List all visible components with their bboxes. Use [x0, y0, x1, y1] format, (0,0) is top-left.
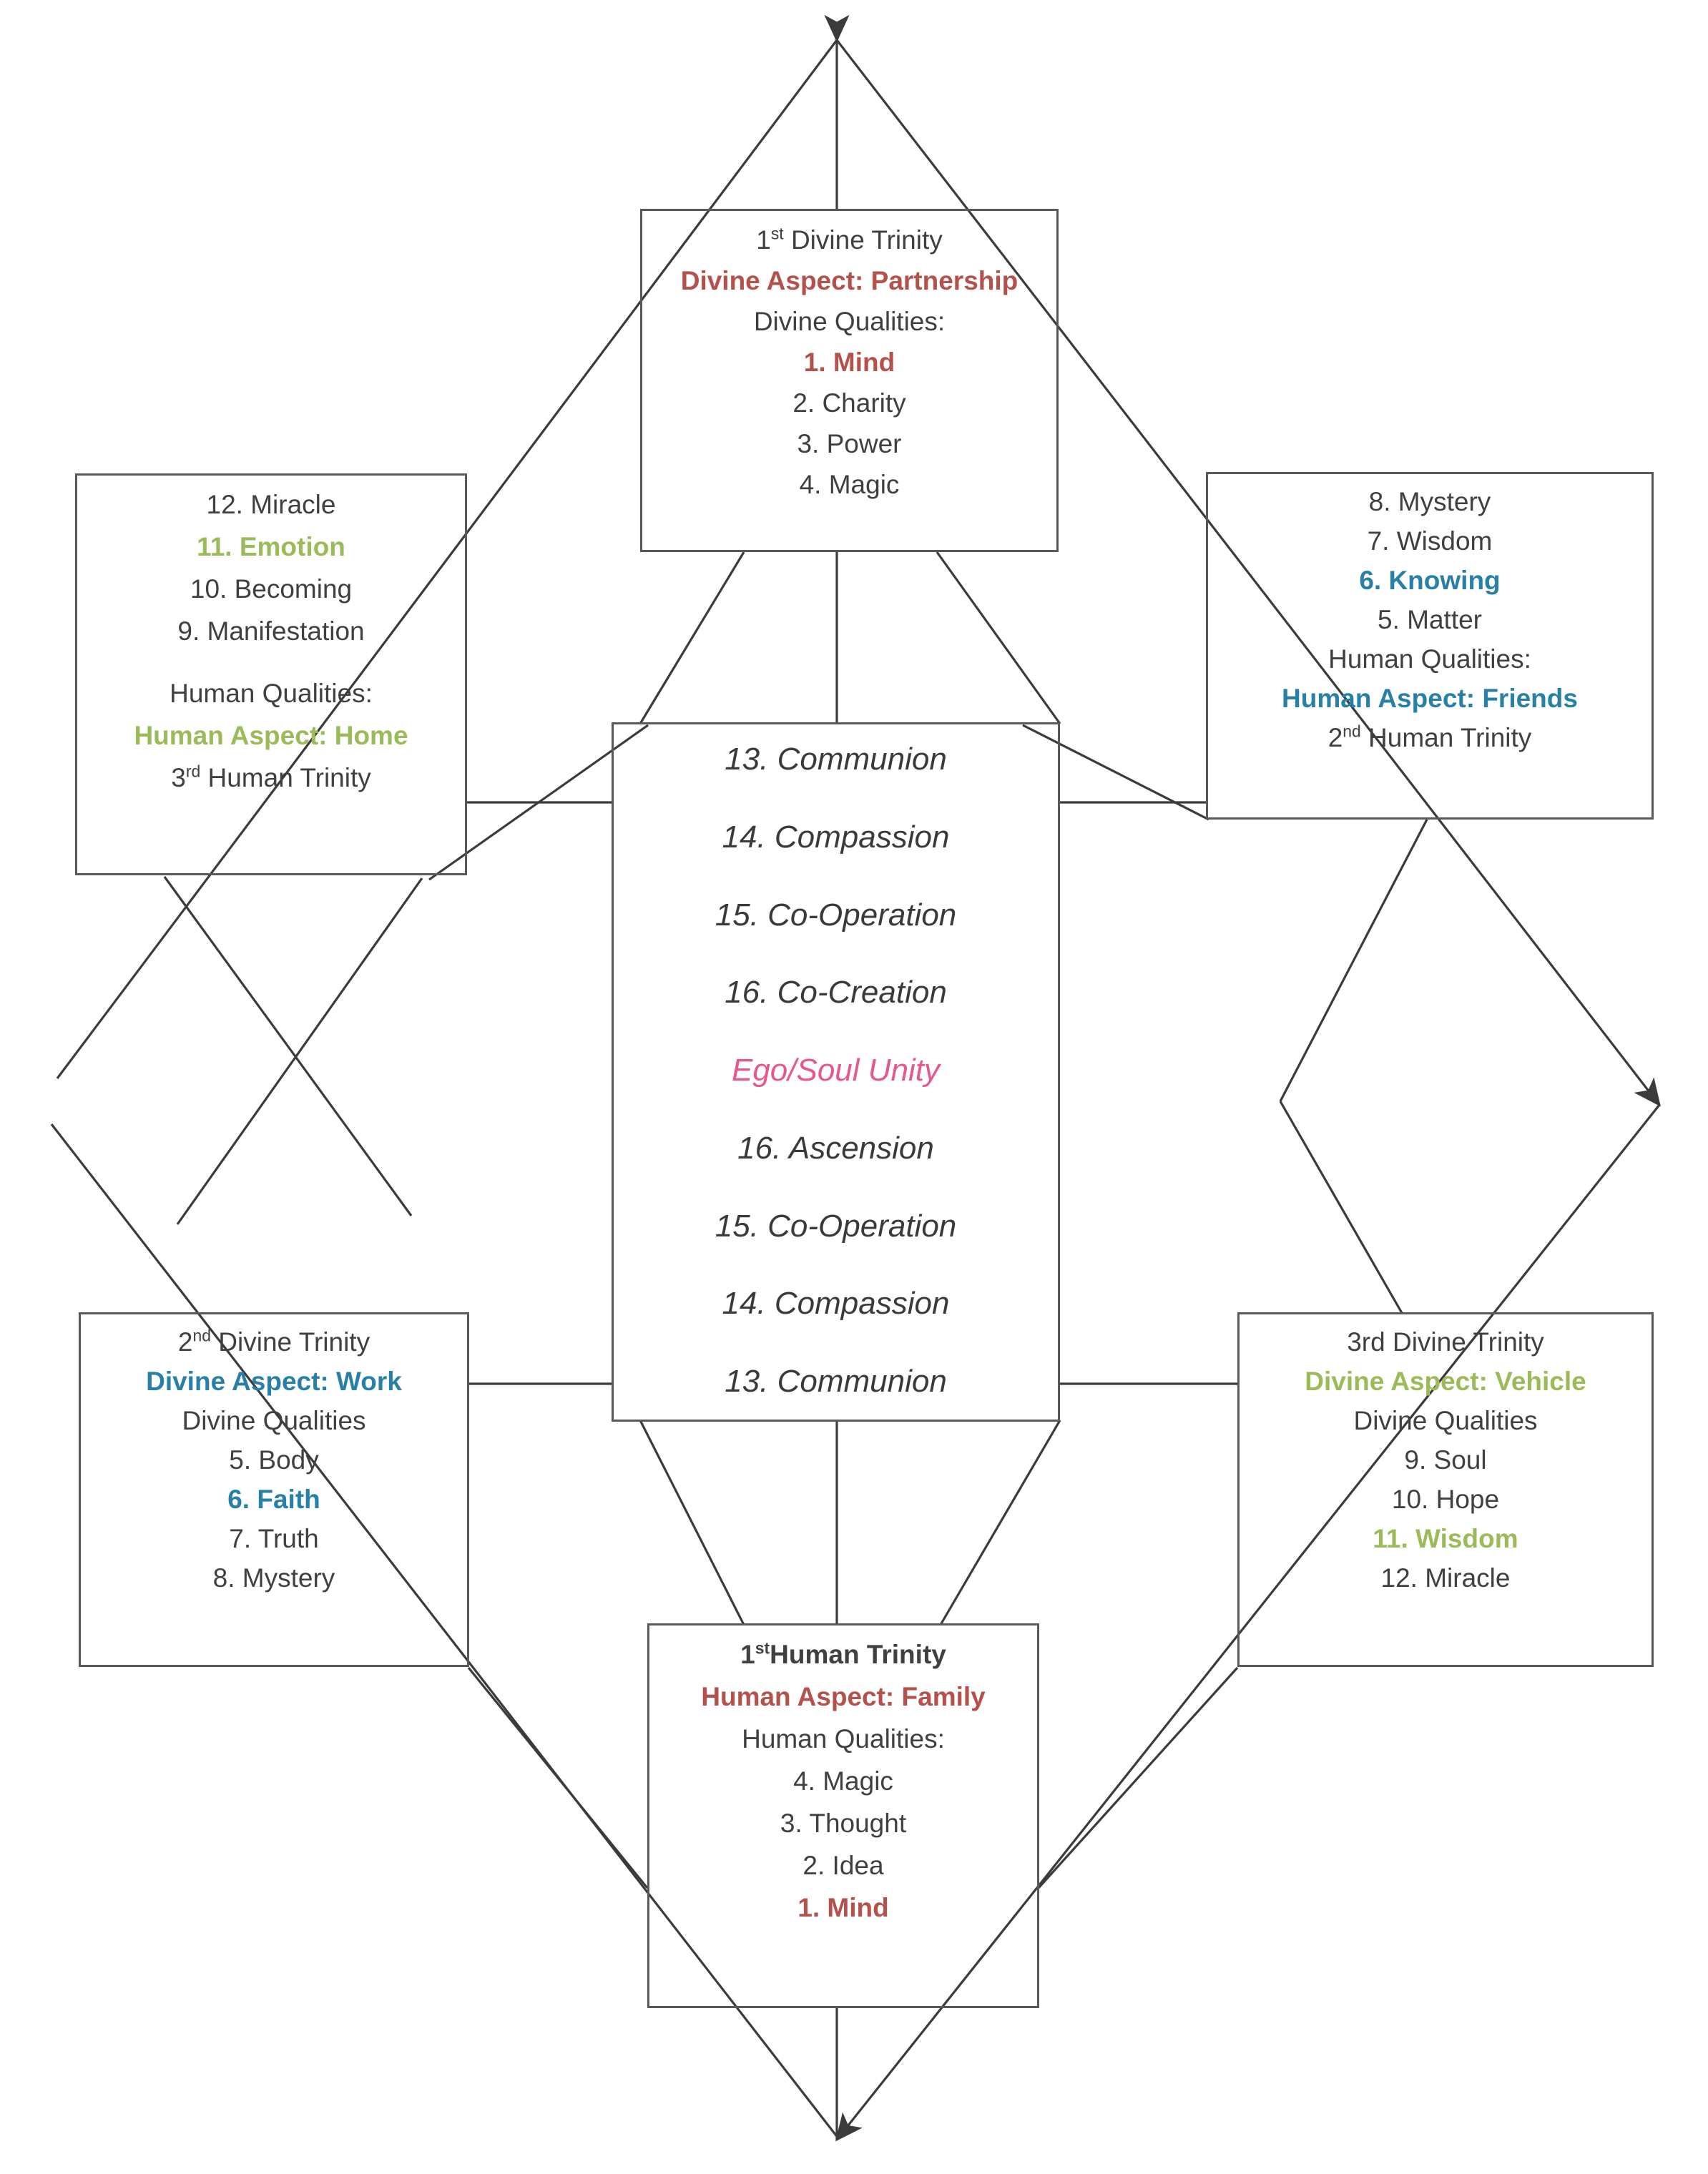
box-second-human-trinity[interactable]: 8. Mystery 7. Wisdom 6. Knowing 5. Matte… [1206, 472, 1654, 820]
center-item: 14. Compassion [722, 1286, 950, 1322]
box-ego-soul-unity[interactable]: 13. Communion 14. Compassion 15. Co-Oper… [612, 722, 1060, 1422]
third-human-trinity-aspect: Human Aspect: Home [134, 721, 408, 750]
quality-item: 8. Mystery [212, 1563, 335, 1593]
second-human-trinity-aspect: Human Aspect: Friends [1282, 684, 1578, 713]
ego-soul-unity-label: Ego/Soul Unity [731, 1053, 941, 1088]
quality-item: 4. Magic [793, 1766, 893, 1796]
first-human-trinity-qualities-label: Human Qualities: [742, 1724, 945, 1754]
quality-item: 12. Miracle [206, 490, 336, 519]
center-item: 15. Co-Operation [715, 1208, 957, 1244]
first-human-trinity-title: 1stHuman Trinity [740, 1638, 946, 1669]
quality-item: 1. Mind [803, 348, 895, 377]
center-item: 15. Co-Operation [715, 897, 957, 933]
quality-item: 9. Soul [1404, 1445, 1487, 1475]
quality-item: 1. Mind [797, 1893, 889, 1922]
third-human-trinity-qualities-label: Human Qualities: [170, 679, 373, 708]
box-second-divine-trinity[interactable]: 2nd Divine Trinity Divine Aspect: Work D… [79, 1312, 469, 1667]
box-third-divine-trinity[interactable]: 3rd Divine Trinity Divine Aspect: Vehicl… [1237, 1312, 1654, 1667]
quality-item: 3. Thought [780, 1809, 907, 1838]
second-divine-trinity-qualities-label: Divine Qualities [182, 1406, 366, 1435]
center-item: 13. Communion [725, 742, 947, 777]
center-item: 16. Co-Creation [725, 975, 947, 1010]
third-divine-trinity-qualities-label: Divine Qualities [1353, 1406, 1538, 1435]
quality-item: 4. Magic [799, 470, 900, 499]
quality-item: 9. Manifestation [177, 616, 365, 646]
quality-item: 5. Body [229, 1445, 319, 1475]
quality-item: 10. Hope [1391, 1485, 1500, 1514]
second-human-trinity-qualities-label: Human Qualities: [1328, 644, 1531, 674]
third-human-trinity-title: 3rd Human Trinity [171, 762, 371, 792]
center-item: 16. Ascension [737, 1130, 934, 1166]
second-divine-trinity-aspect: Divine Aspect: Work [146, 1367, 402, 1396]
center-item: 13. Communion [725, 1364, 947, 1399]
quality-item: 2. Charity [792, 388, 906, 418]
first-human-trinity-aspect: Human Aspect: Family [701, 1682, 986, 1711]
third-divine-trinity-title: 3rd Divine Trinity [1347, 1327, 1544, 1357]
box-first-human-trinity[interactable]: 1stHuman Trinity Human Aspect: Family Hu… [647, 1623, 1039, 2008]
quality-item: 7. Truth [229, 1524, 319, 1553]
box-first-divine-trinity[interactable]: 1st Divine Trinity Divine Aspect: Partne… [640, 209, 1059, 552]
first-divine-trinity-qualities-label: Divine Qualities: [753, 307, 946, 336]
quality-item: 6. Faith [227, 1485, 320, 1514]
quality-item: 11. Emotion [197, 532, 345, 561]
first-divine-trinity-aspect: Divine Aspect: Partnership [680, 266, 1019, 295]
second-human-trinity-title: 2nd Human Trinity [1327, 722, 1532, 752]
quality-item: 7. Wisdom [1367, 526, 1493, 556]
quality-item: 10. Becoming [190, 574, 353, 604]
second-divine-trinity-title: 2nd Divine Trinity [177, 1326, 370, 1357]
box-third-human-trinity[interactable]: 12. Miracle 11. Emotion 10. Becoming 9. … [75, 473, 467, 875]
quality-item: 3. Power [797, 429, 902, 458]
quality-item: 12. Miracle [1380, 1563, 1511, 1593]
third-divine-trinity-aspect: Divine Aspect: Vehicle [1305, 1367, 1586, 1396]
quality-item: 2. Idea [803, 1851, 884, 1880]
quality-item: 6. Knowing [1359, 566, 1501, 595]
quality-item: 8. Mystery [1368, 487, 1491, 516]
first-divine-trinity-title: 1st Divine Trinity [756, 224, 943, 255]
center-item: 14. Compassion [722, 819, 950, 855]
quality-item: 11. Wisdom [1373, 1524, 1518, 1553]
quality-item: 5. Matter [1378, 605, 1482, 634]
